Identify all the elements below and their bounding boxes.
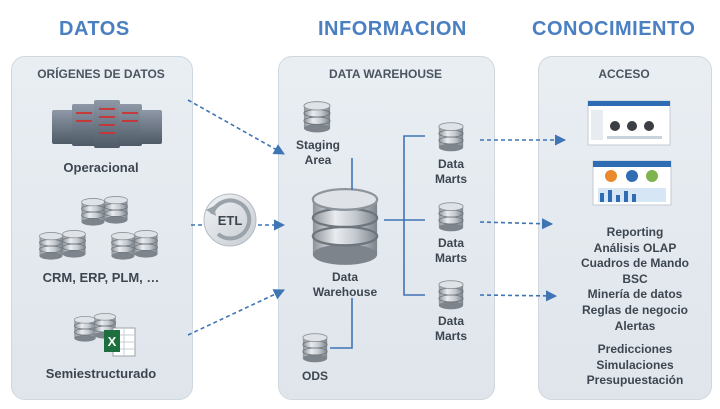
operational-servers-icon xyxy=(52,100,162,148)
crm-databases-icon xyxy=(39,196,158,260)
etl-refresh-icon xyxy=(203,193,257,247)
staging-label-line2: Area xyxy=(304,153,332,167)
access-item-simulaciones: Simulaciones xyxy=(596,357,674,372)
dashboard-thumbnail-2 xyxy=(592,160,672,206)
access-item-reporting: Reporting xyxy=(606,225,664,239)
access-item-bsc: BSC xyxy=(622,271,648,286)
staging-db-icon xyxy=(303,101,331,133)
warehouse-db-icon xyxy=(311,188,379,266)
etl-label: ETL xyxy=(218,213,243,228)
origenes-title: ORÍGENES DE DATOS xyxy=(37,67,165,81)
data-mart-2-line1: Data xyxy=(437,236,464,250)
mart-arrows xyxy=(479,134,567,302)
ods-db-icon xyxy=(302,333,328,363)
source-crm-erp-plm: CRM, ERP, PLM, … xyxy=(42,270,160,285)
data-mart-2-icon xyxy=(438,202,464,232)
acceso-title: ACCESO xyxy=(598,67,650,81)
data-warehouse-label: Data Warehouse xyxy=(306,270,384,300)
access-item-reglas: Reglas de negocio xyxy=(581,302,689,317)
data-mart-3-label: Data Marts xyxy=(425,314,477,344)
data-mart-2-label: Data Marts xyxy=(425,236,477,266)
source-operacional: Operacional xyxy=(63,160,139,175)
data-mart-2-line2: Marts xyxy=(434,251,467,265)
access-capabilities-list: Reporting Análisis OLAP Cuadros de Mando… xyxy=(560,225,710,389)
data-mart-3-line1: Data xyxy=(437,314,464,328)
access-item-cuadros: Cuadros de Mando xyxy=(580,256,689,271)
data-mart-1-label: Data Marts xyxy=(425,157,477,187)
data-mart-1-line2: Marts xyxy=(434,172,467,186)
staging-label-line1: Staging xyxy=(296,138,340,152)
excel-icon: X xyxy=(108,334,117,349)
semistructured-icon xyxy=(73,313,136,357)
header-datos: DATOS xyxy=(59,18,130,40)
access-item-olap: Análisis OLAP xyxy=(593,240,677,255)
access-item-alertas: Alertas xyxy=(614,318,656,333)
source-semiestructurado: Semiestructurado xyxy=(45,366,157,381)
data-mart-3-icon xyxy=(438,280,464,310)
staging-area-label: Staging Area xyxy=(283,138,353,168)
access-item-predicciones: Predicciones xyxy=(597,342,673,357)
access-item-mineria: Minería de datos xyxy=(587,287,683,302)
header-informacion: INFORMACION xyxy=(318,18,467,40)
warehouse-connectors xyxy=(330,135,425,349)
header-conocimiento: CONOCIMIENTO xyxy=(532,18,696,40)
dashboard-thumbnail-1 xyxy=(587,100,671,146)
warehouse-label-line2: Warehouse xyxy=(312,285,378,299)
data-mart-1-line1: Data xyxy=(437,157,464,171)
data-mart-3-line2: Marts xyxy=(434,329,467,343)
warehouse-label-line1: Data xyxy=(331,270,358,284)
data-mart-1-icon xyxy=(438,122,464,152)
ods-label: ODS xyxy=(301,369,328,383)
source-arrows xyxy=(187,99,286,336)
warehouse-title: DATA WAREHOUSE xyxy=(328,67,443,81)
access-item-presupuestacion: Presupuestación xyxy=(586,373,684,388)
